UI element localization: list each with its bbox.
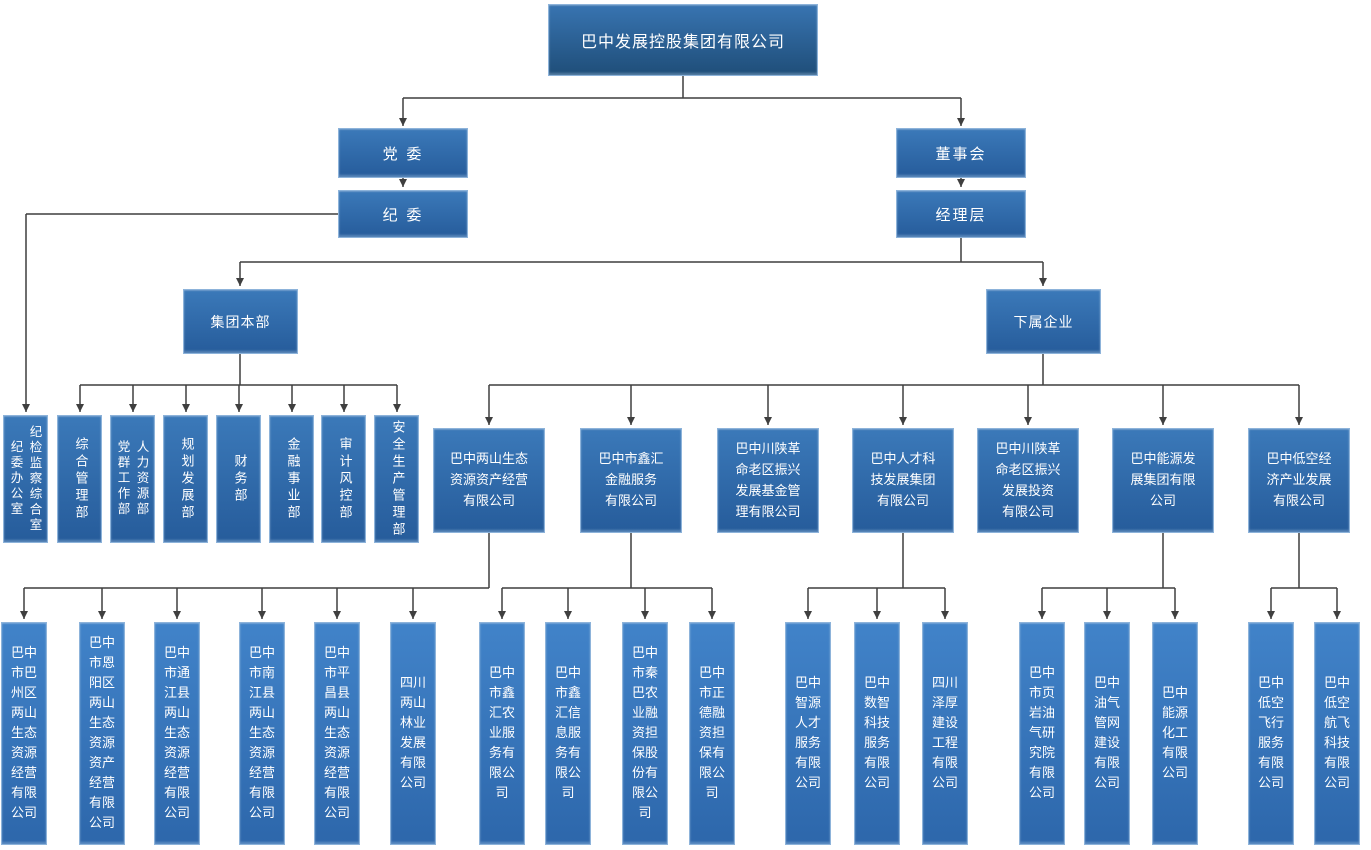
dept-financial-business: 金融事业部: [269, 415, 314, 543]
dept-audit-risk-control: 审计风控部: [321, 415, 366, 543]
company-chuanshan-revitalization-investment: 巴中川陕革 命老区振兴 发展投资 有限公司: [977, 428, 1079, 533]
root-node: 巴中发展控股集团有限公司: [548, 4, 818, 76]
company-chuanshan-fund-management: 巴中川陕革 命老区振兴 发展基金管 理有限公司: [717, 428, 819, 533]
dept-finance: 财务部: [216, 415, 261, 543]
discipline-committee-node: 纪 委: [338, 190, 468, 238]
sub-shuzhi-tech-service: 巴中 数智 科技 服务 有限 公司: [854, 622, 900, 845]
sub-enyang-liangshan: 巴中 市恩 阳区 两山 生态 资源 资产 经营 有限 公司: [79, 622, 125, 845]
sub-xinhui-information-service: 巴中 市鑫 汇信 息服 务有 限公 司: [545, 622, 591, 845]
dept-discipline-inspection-office: 纪检监察综合室 纪委办公室: [3, 415, 48, 543]
sub-xinhui-agriculture-service: 巴中 市鑫 汇农 业服 务有 限公 司: [479, 622, 525, 845]
sub-zhiyuan-talent-service: 巴中 智源 人才 服务 有限 公司: [785, 622, 831, 845]
sub-energy-chemical: 巴中 能源 化工 有限 公司: [1152, 622, 1198, 845]
company-xinhui-financial-services: 巴中市鑫汇 金融服务 有限公司: [580, 428, 682, 533]
sub-bazhou-liangshan: 巴中 市巴 州区 两山 生态 资源 经营 有限 公司: [1, 622, 47, 845]
sub-pingchang-liangshan: 巴中 市平 昌县 两山 生态 资源 经营 有限 公司: [314, 622, 360, 845]
company-talent-tech-group: 巴中人才科 技发展集团 有限公司: [852, 428, 954, 533]
headquarters-node: 集团本部: [183, 289, 298, 354]
company-liangshan-eco-assets: 巴中两山生态 资源资产经营 有限公司: [433, 428, 545, 533]
sub-low-altitude-aviation-tech: 巴中 低空 航飞 科技 有限 公司: [1314, 622, 1360, 845]
sub-tongjiang-liangshan: 巴中 市通 江县 两山 生态 资源 经营 有限 公司: [154, 622, 200, 845]
sub-shale-oil-gas-institute: 巴中 市页 岩油 气研 究院 有限 公司: [1019, 622, 1065, 845]
sub-low-altitude-flight-service: 巴中 低空 飞行 服务 有限 公司: [1248, 622, 1294, 845]
sub-nanjiang-liangshan: 巴中 市南 江县 两山 生态 资源 经营 有限 公司: [239, 622, 285, 845]
company-low-altitude-economy: 巴中低空经 济产业发展 有限公司: [1248, 428, 1350, 533]
dept-party-hr: 人力资源部 党群工作部: [110, 415, 155, 543]
sub-zehou-construction: 四川 泽厚 建设 工程 有限 公司: [922, 622, 968, 845]
sub-sichuan-liangshan-forestry: 四川 两山 林业 发展 有限 公司: [390, 622, 436, 845]
subsidiaries-node: 下属企业: [986, 289, 1101, 354]
sub-qinba-agri-financing-guarantee: 巴中 市秦 巴农 业融 资担 保股 份有 限公 司: [622, 622, 668, 845]
dept-general-management: 综合管理部: [57, 415, 102, 543]
company-energy-development-group: 巴中能源发 展集团有限 公司: [1112, 428, 1214, 533]
sub-oil-gas-pipeline-construction: 巴中 油气 管网 建设 有限 公司: [1084, 622, 1130, 845]
party-committee-node: 党 委: [338, 128, 468, 178]
board-of-directors-node: 董事会: [896, 128, 1026, 178]
sub-zhengde-financing-guarantee: 巴中 市正 德融 资担 保有 限公 司: [689, 622, 735, 845]
dept-planning-development: 规划发展部: [163, 415, 208, 543]
management-team-node: 经理层: [896, 190, 1026, 238]
dept-safety-production: 安全生产管理部: [374, 415, 419, 543]
